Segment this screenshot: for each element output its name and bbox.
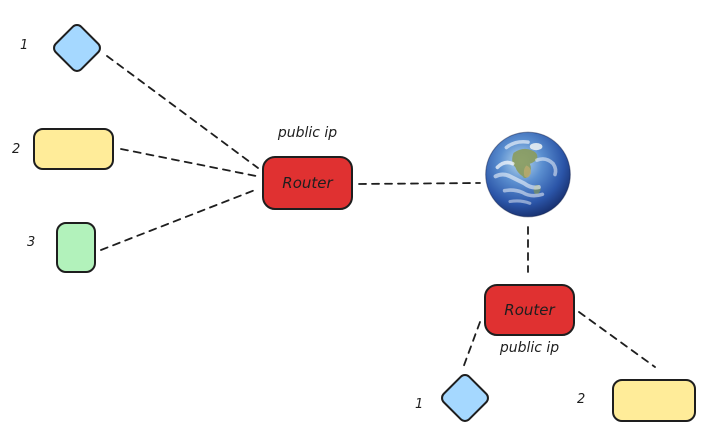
link-left-device-3-to-left-router xyxy=(100,189,256,251)
right-router: Router xyxy=(484,284,575,336)
internet-globe xyxy=(483,128,573,225)
left-device-2-number: 2 xyxy=(12,142,21,157)
left-device-1-number: 1 xyxy=(20,38,29,53)
left-device-3-rectangle xyxy=(56,222,96,273)
earth-globe-icon xyxy=(485,131,571,218)
left-device-1-diamond xyxy=(50,21,104,75)
diamond-shape xyxy=(438,371,492,425)
link-right-router-to-right-device-1 xyxy=(462,321,481,369)
link-left-device-2-to-left-router xyxy=(120,148,257,177)
link-left-router-to-internet xyxy=(358,182,481,185)
left-device-3-number: 3 xyxy=(27,235,36,250)
right-device-2-rectangle xyxy=(612,379,696,422)
right-device-2-number: 2 xyxy=(577,392,586,407)
left-router-label: Router xyxy=(282,174,333,192)
diamond-shape xyxy=(50,21,104,75)
left-router: Router xyxy=(262,156,353,210)
right-device-1-diamond xyxy=(438,371,492,425)
right-device-1-number: 1 xyxy=(415,397,424,412)
right-router-label: Router xyxy=(504,301,555,319)
right-router-public-ip-label: public ip xyxy=(499,340,560,356)
left-router-public-ip-label: public ip xyxy=(277,125,338,141)
left-device-2-rectangle xyxy=(33,128,114,170)
link-right-router-to-right-device-2 xyxy=(578,311,656,368)
link-left-device-1-to-left-router xyxy=(106,55,259,169)
